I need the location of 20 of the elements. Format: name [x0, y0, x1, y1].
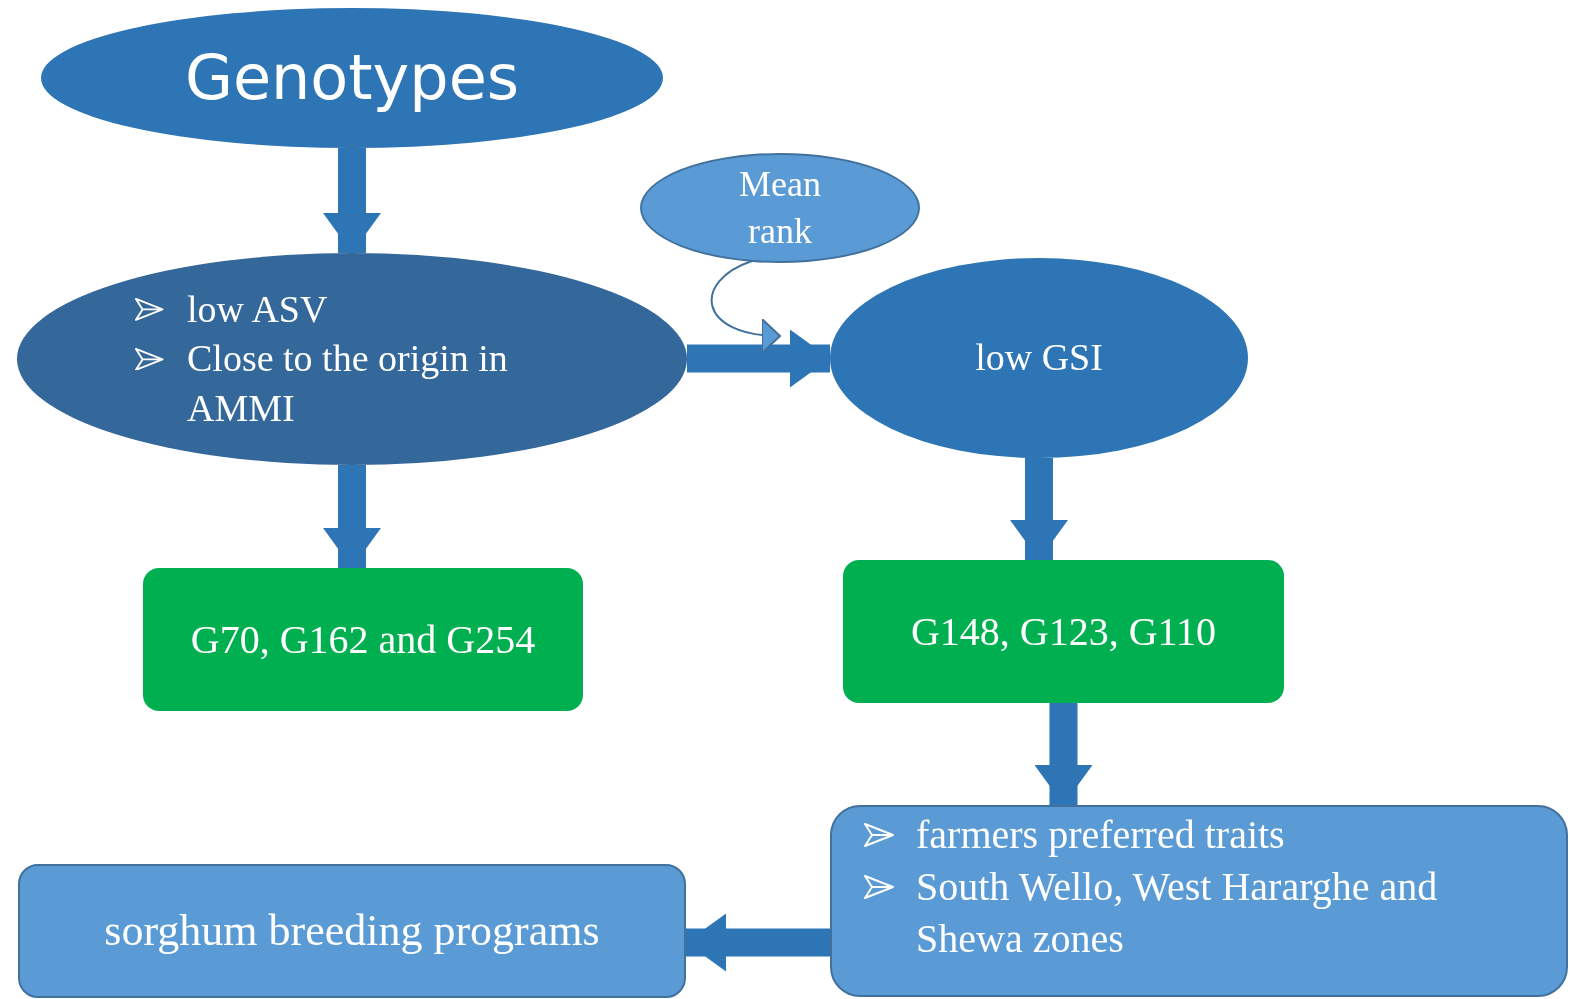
bullet-text: South Wello, West Hararghe and Shewa zones: [916, 863, 1439, 963]
node-label: G70, G162 and G254: [190, 615, 536, 664]
node-label: Genotypes: [184, 40, 520, 116]
arrow: [323, 148, 381, 253]
bullet-text: Close to the origin in AMMI: [187, 336, 509, 431]
result-box: [843, 560, 1284, 703]
arrow: [1010, 458, 1068, 560]
node-label: G148, G123, G110: [910, 607, 1217, 656]
arrow: [686, 913, 830, 972]
node-label: low GSI: [975, 335, 1103, 381]
bullet-text: farmers preferred traits: [916, 811, 1286, 859]
arrow: [323, 465, 381, 568]
criteria-box: [830, 805, 1568, 997]
arrow: [1034, 703, 1093, 805]
node-label: Mean rank: [738, 163, 822, 253]
bullet-text: low ASV: [187, 286, 329, 332]
output-box: [18, 864, 686, 998]
arrow: [687, 329, 830, 388]
result-box: [143, 568, 583, 711]
node-label: sorghum breeding programs: [104, 904, 600, 957]
